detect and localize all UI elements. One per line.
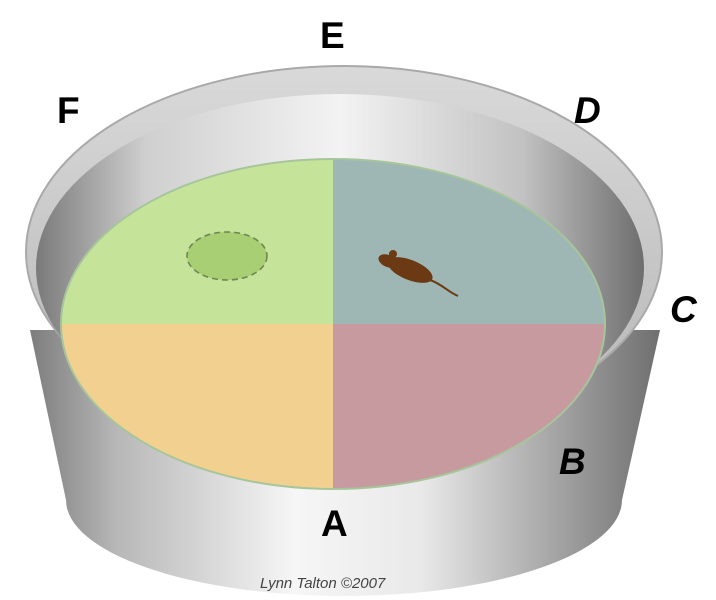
label-f: F (57, 90, 80, 131)
label-a: A (321, 503, 348, 544)
copyright-credit: Lynn Talton ©2007 (260, 575, 386, 592)
hidden-platform (187, 232, 267, 280)
label-b: B (559, 441, 586, 482)
label-e: E (320, 15, 345, 56)
mouse-ear (389, 250, 397, 258)
label-d: D (574, 90, 601, 131)
label-c: C (670, 289, 698, 330)
